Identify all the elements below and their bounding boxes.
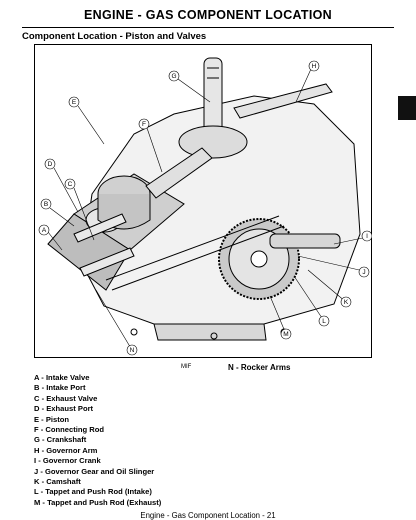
legend-item: I - Governor Crank [34,456,101,466]
component-legend: A - Intake Valve B - Intake Port C - Exh… [34,373,161,508]
callout-l [318,315,330,327]
engine-illustration: G H E F D B A C I J K L M N [34,44,373,358]
callout-letter: C [68,181,73,188]
callout-letter: J [362,269,365,276]
page-title: ENGINE - GAS COMPONENT LOCATION [84,8,332,22]
callout-letter: N [130,347,135,354]
legend-item: C - Exhaust Valve [34,393,98,403]
legend-item: M - Tappet and Push Rod (Exhaust) [34,497,162,507]
callout-letter: L [322,318,326,325]
figure-code: MIF [181,364,192,370]
legend-item: H - Governor Arm [34,445,98,455]
callout-letter: M [283,331,288,338]
title-divider [22,27,394,28]
callout-d [44,158,56,170]
callout-letter: G [171,73,176,80]
callout-j [358,266,370,278]
callout-a [38,224,50,236]
callout-k [340,296,352,308]
legend-item: A - Intake Valve [34,373,90,382]
legend-item: E - Piston [34,414,70,424]
callout-letter: K [344,299,349,306]
callout-letter: A [42,227,47,234]
callout-c [64,178,76,190]
legend-item: L - Tappet and Push Rod (Intake) [34,487,152,497]
page-footer: Engine - Gas Component Location - 21 [140,511,276,520]
callout-letter: H [312,63,317,70]
callout-letter: E [72,99,77,106]
legend-item: G - Crankshaft [34,435,87,445]
callout-f [138,118,150,130]
callout-n [126,344,138,356]
chapter-tab-marker [398,96,416,120]
legend-item: J - Governor Gear and Oil Slinger [34,466,155,476]
callout-letters: G H E F D B A C I J K L M N [42,63,368,354]
engine-drawing [47,57,361,341]
legend-item: K - Camshaft [34,477,81,487]
callout-e [68,96,80,108]
callout-h [308,60,320,72]
callout-leader-lines [47,68,373,351]
callout-letter: B [44,201,48,208]
legend-item: B - Intake Port [34,383,86,393]
figure-note: N - Rocker Arms [228,363,291,372]
callout-labels [38,60,373,356]
callout-letter: F [142,121,146,128]
callout-g [168,70,180,82]
legend-item: F - Connecting Rod [34,425,105,435]
legend-item: D - Exhaust Port [34,404,94,414]
section-heading: Component Location - Piston and Valves [22,31,207,42]
engine-cutaway-figure: G H E F D B A C I J K L M N [34,44,373,358]
callout-m [280,328,292,340]
callout-letter: I [366,233,368,240]
callout-letter: D [48,161,53,168]
callout-b [40,198,52,210]
